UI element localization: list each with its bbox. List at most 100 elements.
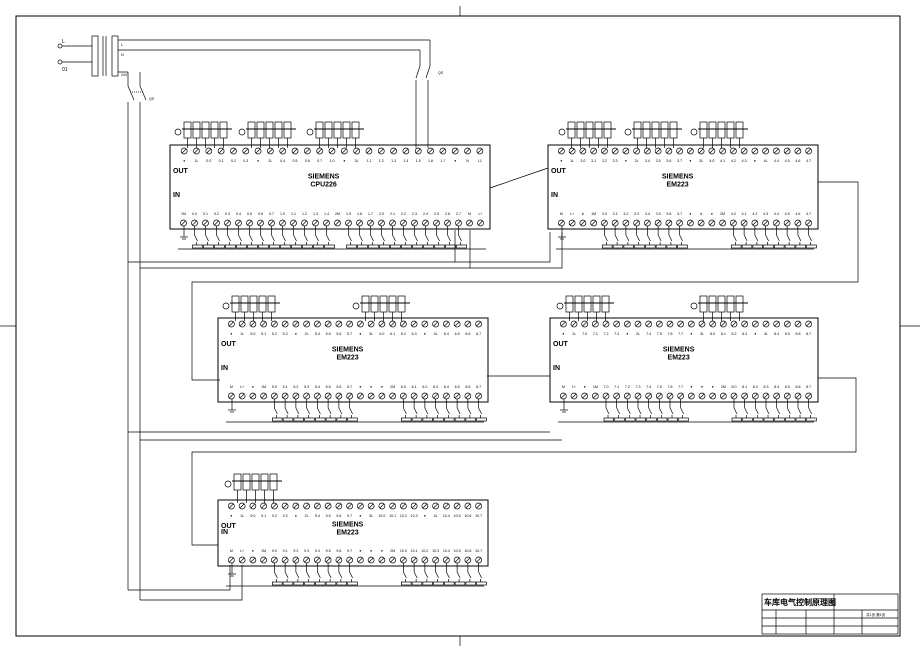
terminal-top bbox=[304, 147, 311, 155]
terminal-slot bbox=[315, 321, 320, 327]
terminal-slot bbox=[454, 557, 460, 563]
input-contact bbox=[614, 234, 619, 242]
terminal-label-bottom: 9.6 bbox=[336, 549, 341, 553]
terminal-bottom bbox=[568, 219, 576, 227]
terminal-label-top: 4L bbox=[764, 332, 768, 336]
drawing-frame bbox=[15, 15, 901, 637]
brand-label: SIEMENS bbox=[663, 347, 695, 354]
terminal-label-top: 3L bbox=[369, 332, 373, 336]
relay-coil bbox=[342, 121, 351, 139]
relay-coil bbox=[201, 121, 210, 139]
terminal-label-top: 9.0 bbox=[250, 514, 255, 518]
terminal-top bbox=[559, 320, 567, 328]
terminal-slot bbox=[304, 393, 309, 399]
terminal-slot bbox=[214, 220, 219, 226]
terminal-slot bbox=[354, 148, 359, 154]
terminal-slot bbox=[666, 220, 672, 226]
terminal-slot bbox=[411, 557, 417, 563]
terminal-top bbox=[281, 502, 289, 510]
terminal-top bbox=[698, 320, 706, 328]
terminal-slot bbox=[603, 393, 609, 399]
relay-cluster bbox=[624, 121, 682, 148]
terminal-label-top: ● bbox=[560, 159, 562, 163]
cpu-switch-label: QS bbox=[438, 71, 444, 75]
terminal-top bbox=[228, 502, 235, 510]
terminal-slot bbox=[476, 321, 481, 327]
relay-coil bbox=[576, 121, 585, 139]
module-body bbox=[169, 144, 491, 230]
relay-cluster bbox=[558, 121, 616, 148]
terminal-bottom bbox=[579, 219, 587, 227]
terminal-slot bbox=[689, 321, 694, 327]
input-device-tag bbox=[465, 581, 476, 586]
terminal-top bbox=[654, 147, 662, 155]
input-contact bbox=[317, 571, 321, 579]
terminal-label-top: 2L bbox=[635, 159, 639, 163]
terminal-slot bbox=[602, 220, 607, 226]
terminal-label-top: 7.2 bbox=[604, 332, 609, 336]
terminal-top bbox=[570, 320, 578, 328]
terminal-label-top: 5.4 bbox=[315, 332, 320, 336]
terminal-slot bbox=[591, 148, 596, 154]
terminal-slot bbox=[258, 220, 263, 226]
relay-coil bbox=[251, 473, 260, 491]
terminal-slot bbox=[347, 321, 352, 327]
relay-coil bbox=[260, 473, 269, 491]
terminal-slot bbox=[433, 321, 438, 327]
input-device-tag bbox=[214, 244, 225, 249]
terminal-label-bottom: 9.3 bbox=[304, 549, 309, 553]
transformer-out-n: N bbox=[121, 53, 124, 57]
terminal-bottom bbox=[570, 392, 578, 400]
terminal-label-bottom: 4.4 bbox=[774, 212, 779, 216]
terminal-label-top: 7.1 bbox=[593, 332, 598, 336]
terminal-label-top: 1.4 bbox=[403, 159, 408, 163]
input-device-tag bbox=[774, 244, 785, 249]
terminal-slot bbox=[806, 321, 811, 327]
terminal-label-top: 1.7 bbox=[440, 159, 445, 163]
input-device-tag bbox=[203, 244, 214, 249]
terminal-slot bbox=[181, 220, 186, 226]
input-device-tag bbox=[741, 244, 753, 249]
terminal-slot bbox=[593, 393, 598, 399]
terminal-label-bottom: L+ bbox=[570, 212, 574, 216]
terminal-slot bbox=[336, 557, 342, 563]
input-label-l: L bbox=[62, 39, 65, 45]
input-contact bbox=[435, 571, 439, 579]
terminal-slot bbox=[250, 393, 256, 399]
terminal-slot bbox=[379, 148, 384, 154]
input-device-tag bbox=[302, 244, 313, 249]
input-device-tag bbox=[315, 581, 326, 586]
terminal-slot bbox=[368, 557, 374, 563]
input-device-tag bbox=[678, 417, 689, 422]
terminal-label-bottom: 6.0 bbox=[401, 385, 406, 389]
coil-icon bbox=[306, 128, 314, 136]
input-contact bbox=[435, 407, 439, 415]
terminal-label-top: ● bbox=[230, 514, 232, 518]
terminal-label-top: ● bbox=[454, 159, 456, 163]
terminal-slot bbox=[699, 393, 705, 399]
terminal-label-bottom: 4.0 bbox=[731, 212, 736, 216]
terminal-slot bbox=[763, 148, 768, 154]
terminal-slot bbox=[261, 321, 266, 327]
terminal-top bbox=[751, 147, 759, 155]
input-device-tag bbox=[390, 244, 401, 249]
terminal-label-top: 2L bbox=[305, 332, 309, 336]
terminal-top bbox=[730, 320, 738, 328]
terminal-top bbox=[353, 147, 360, 155]
coil-icon bbox=[174, 128, 182, 136]
terminal-top bbox=[314, 320, 321, 328]
terminal-bottom bbox=[249, 556, 257, 564]
input-device-tag bbox=[423, 244, 434, 249]
terminal-label-bottom: 9.2 bbox=[293, 549, 298, 553]
input-contact bbox=[637, 407, 642, 415]
input-contact bbox=[304, 234, 308, 242]
input-device-tag bbox=[422, 417, 433, 422]
terminal-label-top: 10.3 bbox=[411, 514, 418, 518]
input-contact bbox=[627, 407, 631, 415]
terminal-label-bottom: ● bbox=[381, 549, 383, 553]
terminal-top bbox=[741, 320, 749, 328]
drawing-title: 车库电气控制原理图 bbox=[764, 597, 836, 607]
in-label: IN bbox=[221, 529, 228, 536]
